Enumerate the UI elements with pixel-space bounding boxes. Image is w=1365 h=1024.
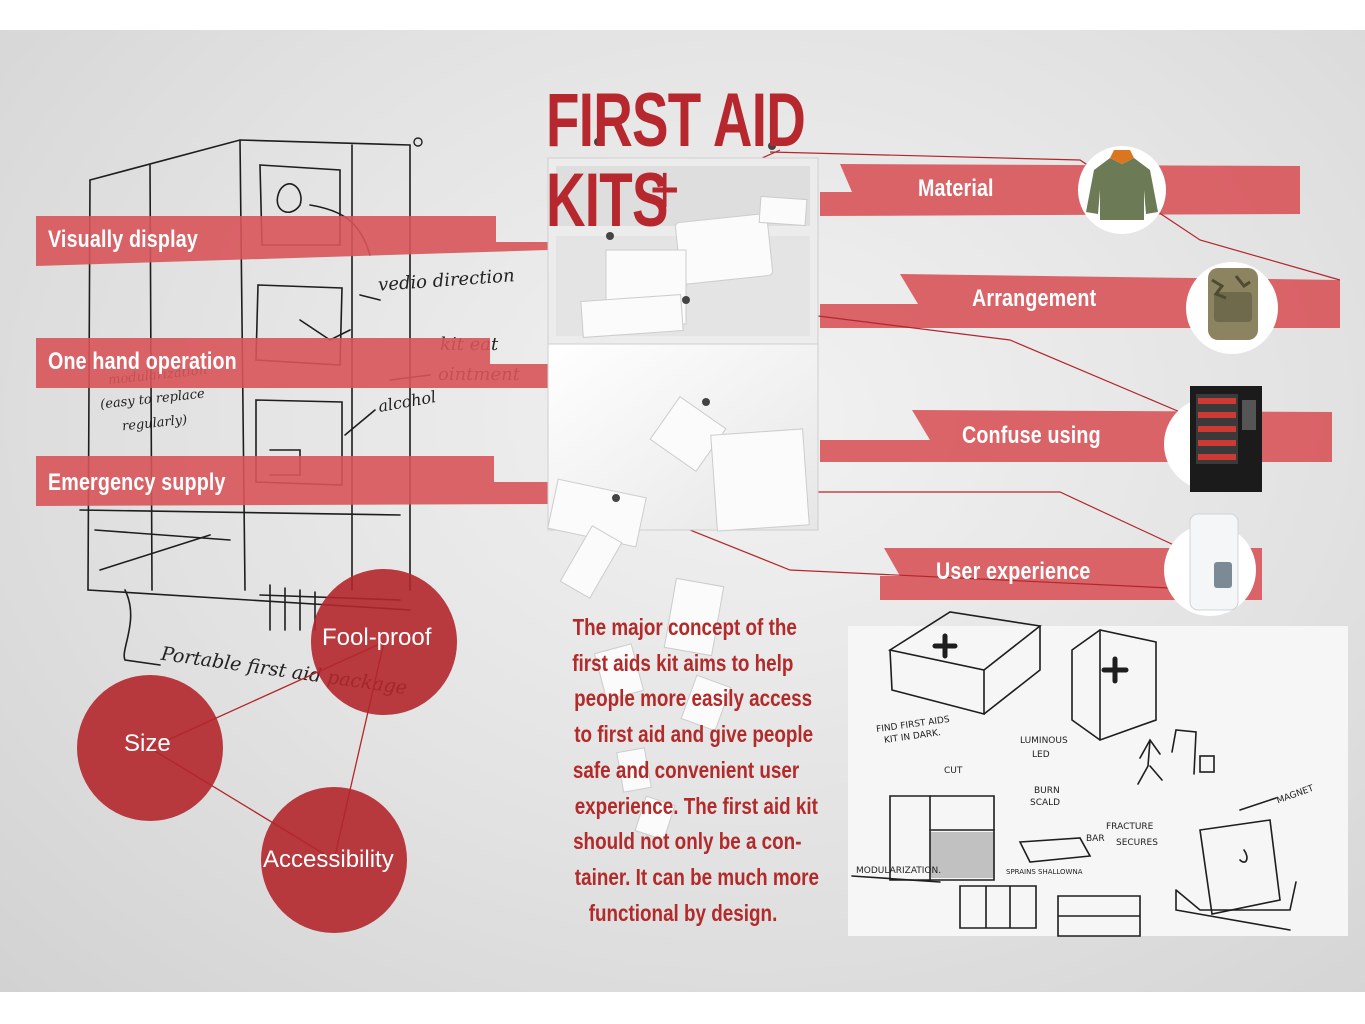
page-title-line1: FIRST AID [546,78,806,163]
description-line: tainer. It can be much more [574,863,820,890]
note-secures: SECURES [1116,838,1158,848]
thumbnail-layer [1078,146,1278,616]
circle-label-fool-proof: Fool-proof [322,624,432,651]
note-bar: BAR [1086,834,1105,844]
circle-label-accessibility: Accessibility [263,846,394,873]
banner-visually-display [36,216,548,266]
jacket-icon [1078,146,1166,234]
description-line: The major concept of the [572,614,797,640]
note-scald: SCALD [1030,798,1061,808]
concept-description: The major concept of the first aids kit … [548,610,820,931]
description-line: to first aid and give people [574,721,814,748]
banner-label-arrangement: Arrangement [972,285,1097,312]
note-cut: CUT [944,766,963,776]
banner-material [820,164,1300,216]
description-line: people more easily access [574,685,813,712]
banner-label-one-hand-operation: One hand operation [48,348,237,375]
banner-label-material: Material [918,175,994,202]
design-board: vedio direction kit eat ointment alcohol… [0,30,1365,992]
note-led: LED [1032,750,1050,760]
note-modularization-right: MODULARIZATION. [856,866,942,876]
note-luminous: LUMINOUS [1020,736,1068,746]
banner-emergency-supply [36,456,548,506]
banner-label-visually-display: Visually display [48,226,198,253]
banner-label-user-experience: User experience [936,558,1091,585]
note-burn: BURN [1034,786,1060,796]
description-line: first aids kit aims to help [572,649,794,676]
description-line: experience. The first aid kit [574,792,818,819]
note-sprains: SPRAINS SHALLOWNA [1006,868,1083,876]
note-fracture: FRACTURE [1106,822,1154,832]
vending-machine-icon [1164,386,1262,492]
banner-label-emergency-supply: Emergency supply [48,469,226,496]
page-title-line2: KITS [546,158,668,243]
right-sketches [851,611,1297,937]
right-sketch-panel [848,626,1348,936]
description-line: safe and convenient user [572,756,800,783]
description-line: should not only be a con- [573,828,802,855]
circles-layer [77,569,457,933]
first-aid-cabinet-illustration [547,138,819,841]
description-line: functional by design. [588,899,778,926]
banner-one-hand-operation [36,338,548,388]
circle-label-size: Size [124,730,171,757]
banner-label-confuse-using: Confuse using [962,422,1101,449]
soap-dispenser-icon [1164,513,1256,616]
plus-icon: + [650,150,679,228]
backpack-icon [1186,262,1278,354]
